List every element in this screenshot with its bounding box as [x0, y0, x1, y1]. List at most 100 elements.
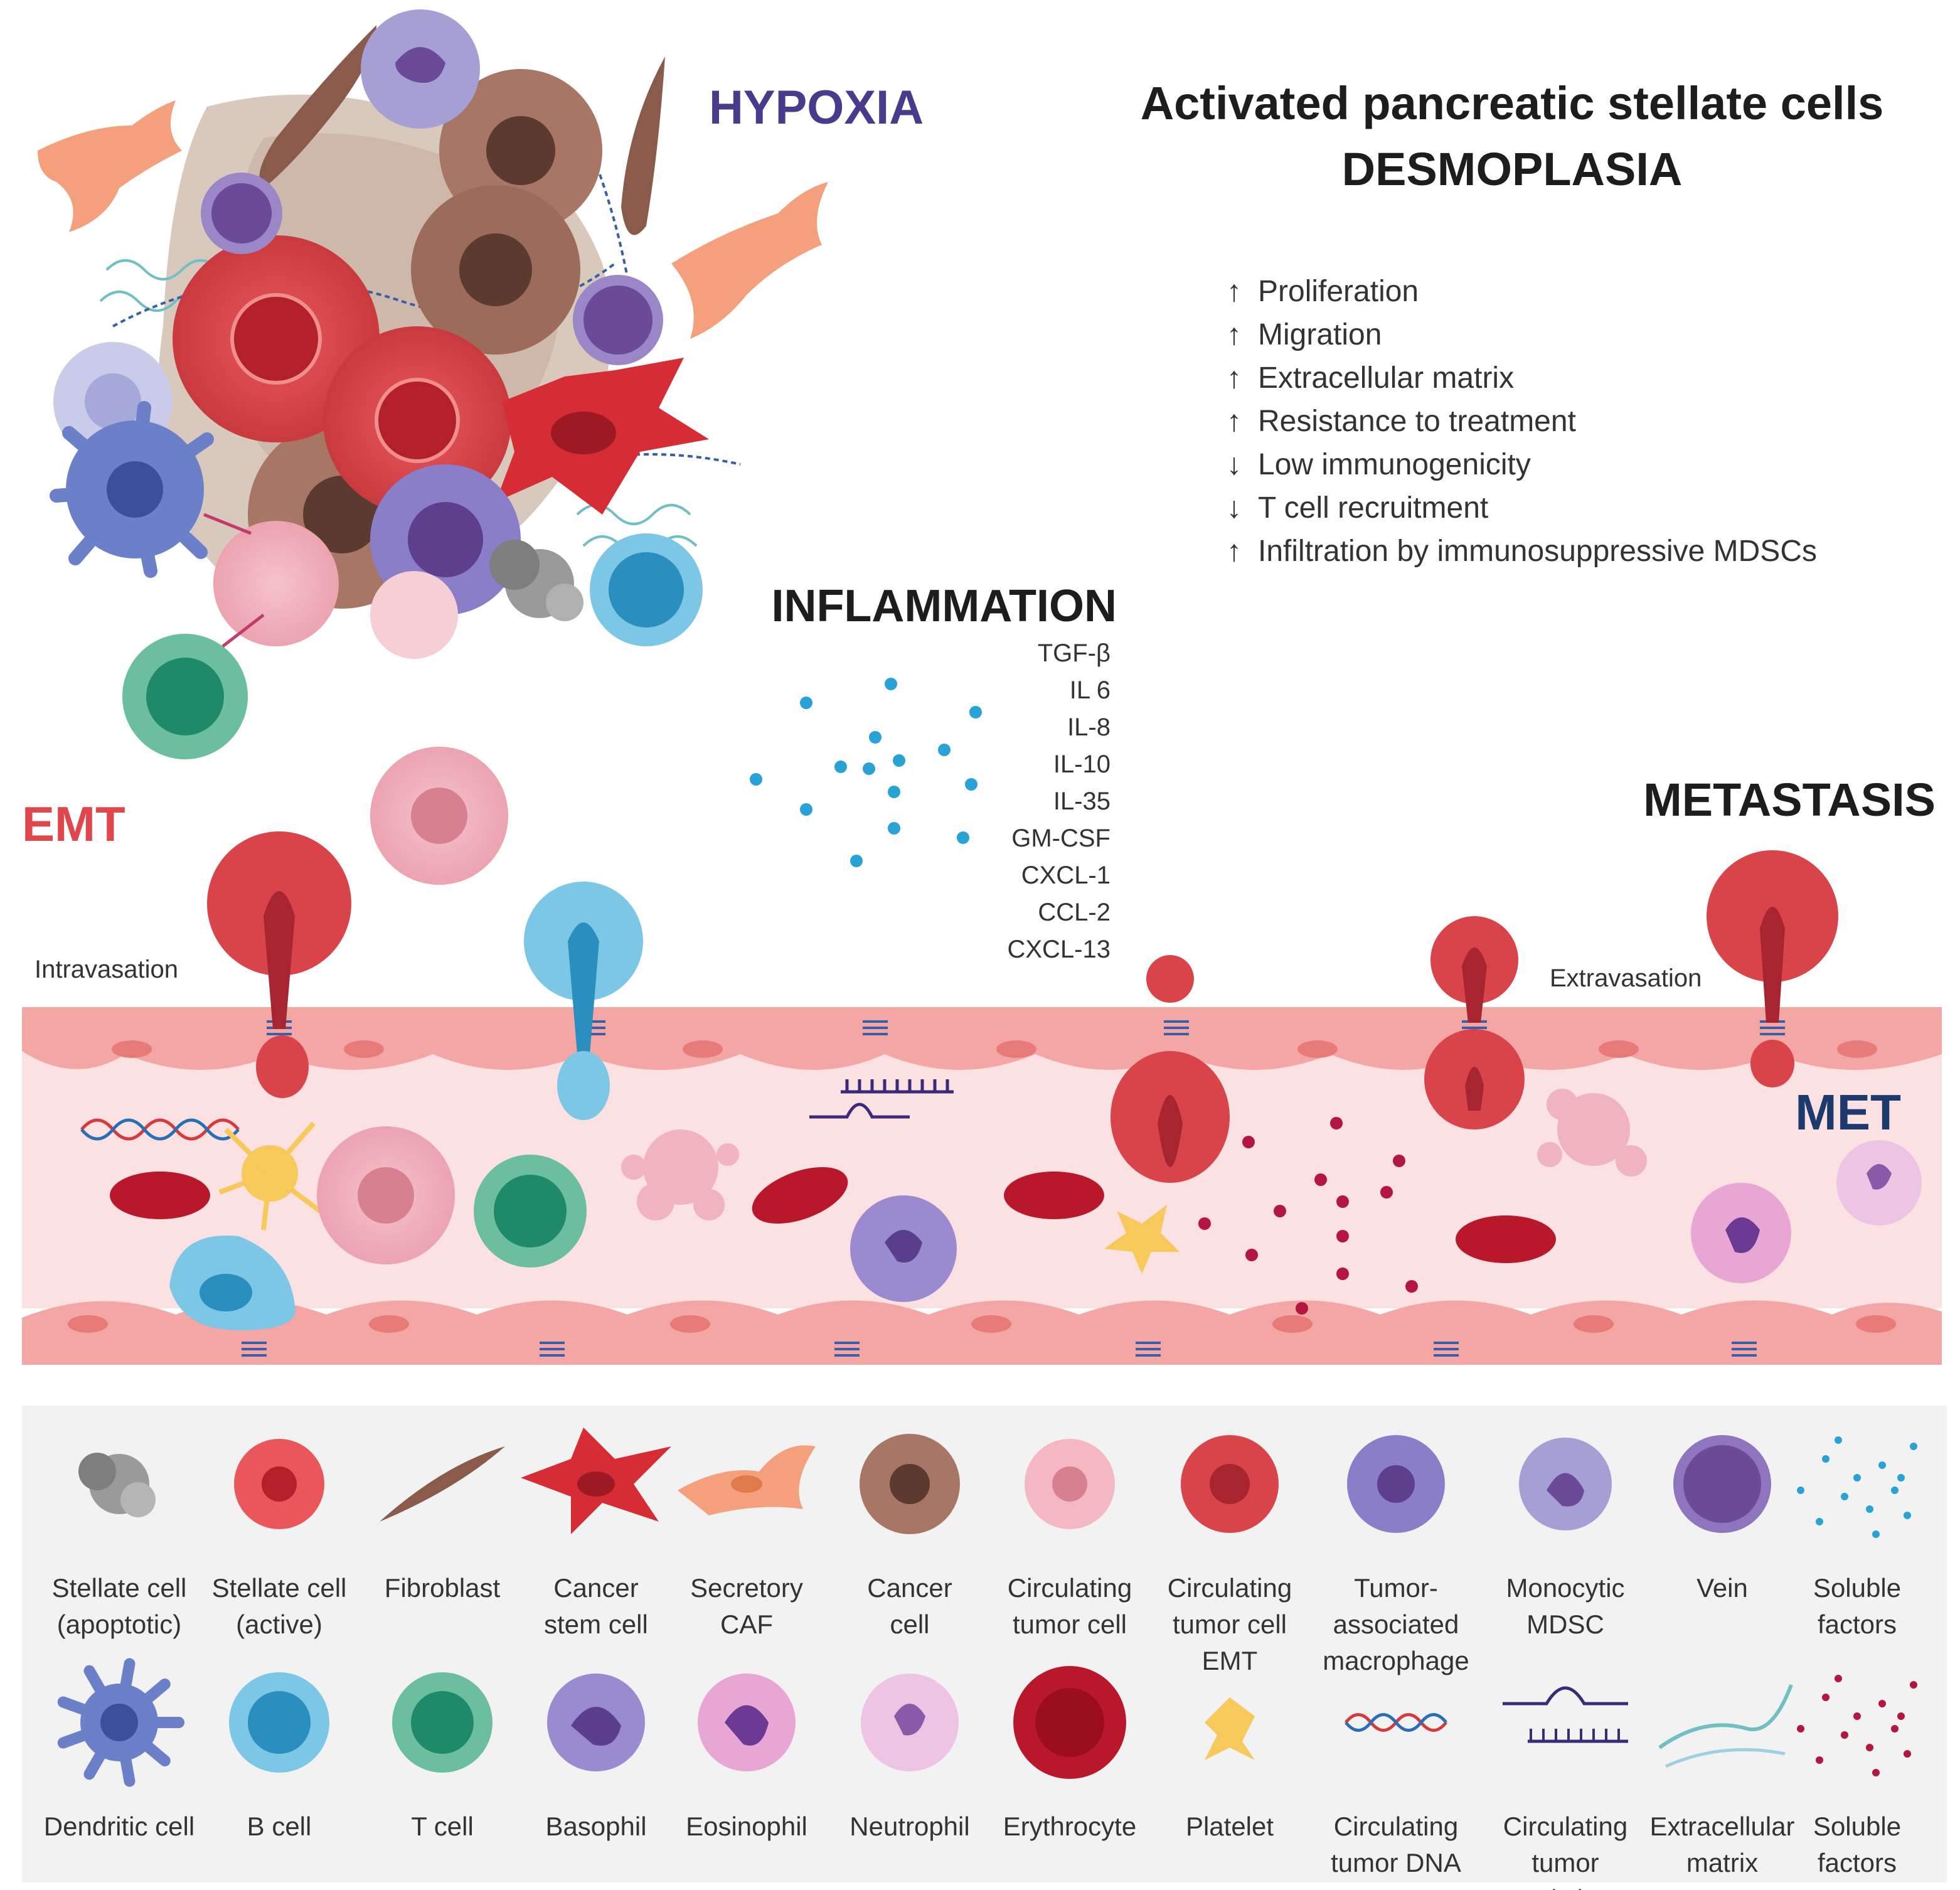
- legend-label: Circulating: [1503, 1812, 1627, 1841]
- t-cell-icon: [392, 1672, 493, 1773]
- endothelial-nuclei: [68, 1040, 1896, 1333]
- ctc-emt-intravasating: [207, 831, 351, 1098]
- legend-label: stem cell: [544, 1610, 648, 1639]
- cytokine-list: TGF-βIL 6IL-8IL-10IL-35GM-CSFCXCL-1CCL-2…: [1007, 639, 1110, 963]
- legend-label: Basophil: [545, 1812, 646, 1841]
- ctc-emt-extravasating: [1707, 850, 1838, 1087]
- cytokine-item: IL-8: [1067, 713, 1110, 741]
- desmoplasia-heading: DESMOPLASIA: [1342, 143, 1683, 195]
- legend: Stellate cell(apoptotic)Stellate cell(ac…: [44, 1428, 1917, 1890]
- legend-label: Tumor-: [1354, 1573, 1438, 1603]
- emt-label: EMT: [22, 796, 125, 852]
- legend-label: Dendritic cell: [44, 1812, 194, 1841]
- t-cell-lumen: [474, 1155, 587, 1268]
- erythrocyte: [110, 1172, 210, 1219]
- effect-item: Infiltration by immunosuppressive MDSCs: [1258, 535, 1817, 568]
- cytokine-item: CXCL-13: [1007, 936, 1110, 963]
- legend-label: matrix: [1686, 1848, 1758, 1877]
- effect-item: Low immunogenicity: [1258, 448, 1531, 481]
- legend-label: CAF: [720, 1610, 773, 1639]
- stellate-heading: Activated pancreatic stellate cells: [1141, 77, 1884, 129]
- legend-label: associated: [1333, 1610, 1459, 1639]
- ecm-icon: [1658, 1684, 1793, 1768]
- inflammation-label: INFLAMMATION: [771, 581, 1117, 631]
- legend-label: RNA/miRNA: [1492, 1884, 1638, 1890]
- cancer-stem-cell-icon: [521, 1428, 671, 1534]
- dendritic-cell: [50, 401, 214, 578]
- legend-label: Erythrocyte: [1003, 1812, 1136, 1841]
- soluble-blue-icon: [1797, 1436, 1917, 1538]
- eosinophil: [1691, 1183, 1791, 1283]
- neutrophil-icon: [861, 1674, 959, 1771]
- cytokine-item: CCL-2: [1038, 899, 1110, 926]
- platelet-activated: [218, 1121, 322, 1231]
- legend-item: Circulating tumor DNA: [1331, 1713, 1461, 1877]
- legend-item: Neutrophil: [850, 1674, 970, 1841]
- ctc-emt-extravasating: [1424, 916, 1525, 1129]
- metastasis-label: METASTASIS: [1643, 774, 1936, 826]
- legend-label: factors: [1818, 1610, 1897, 1639]
- effect-item: Resistance to treatment: [1258, 405, 1576, 438]
- legend-label: tumor DNA: [1331, 1848, 1461, 1877]
- legend-label: Cancer: [867, 1573, 952, 1603]
- ctdna-icon: [1345, 1713, 1447, 1732]
- extravasation-label: Extravasation: [1550, 964, 1702, 992]
- monocytic-mdsc: [361, 9, 480, 129]
- b-cell-intravasating: [524, 882, 643, 1120]
- fibroblast-icon: [380, 1446, 505, 1522]
- basophil-icon: [547, 1674, 645, 1771]
- effect-arrow-icon: ↓: [1227, 448, 1242, 481]
- stellate-cell-apoptotic: [489, 540, 583, 621]
- erythrocyte-icon: [1013, 1666, 1126, 1779]
- cytokine-item: IL 6: [1070, 676, 1110, 704]
- stellate-cell-active: [173, 235, 380, 442]
- t-cell: [122, 634, 248, 759]
- legend-item: Erythrocyte: [1003, 1666, 1136, 1841]
- met-label: MET: [1795, 1084, 1901, 1140]
- cancer-cell-icon: [860, 1434, 960, 1534]
- legend-panel: [22, 1406, 1947, 1882]
- legend-item: Dendritic cell: [44, 1658, 194, 1841]
- neutrophil: [1836, 1140, 1922, 1225]
- circulating-tumor-cell-icon: [1025, 1439, 1115, 1529]
- platelet: [1104, 1205, 1180, 1274]
- legend-label: Soluble: [1813, 1812, 1901, 1841]
- legend-label: T cell: [411, 1812, 474, 1841]
- cytokine-item: CXCL-1: [1021, 862, 1110, 889]
- legend-item: Basophil: [545, 1674, 647, 1841]
- fibroblast-shape: [259, 25, 376, 188]
- circulating-tumor-cell: [213, 521, 339, 646]
- vein-cell: [573, 275, 663, 365]
- legend-label: Circulating: [1334, 1812, 1458, 1841]
- effect-arrow-icon: ↑: [1227, 361, 1242, 395]
- erythrocyte: [752, 1167, 848, 1224]
- erythrocyte: [1456, 1215, 1556, 1263]
- legend-label: macrophage: [1323, 1646, 1469, 1675]
- legend-label: Monocytic: [1506, 1573, 1624, 1603]
- vessel-lumen: [22, 1038, 1942, 1308]
- dendritic-icon: [57, 1658, 184, 1787]
- legend-label: tumor cell: [1173, 1610, 1287, 1639]
- cytokine-item: GM-CSF: [1011, 825, 1110, 852]
- legend-item: Eosinophil: [686, 1674, 807, 1841]
- legend-item: Stellate cell(apoptotic): [52, 1453, 187, 1639]
- legend-label: Vein: [1696, 1573, 1748, 1603]
- ctc-emt-icon: [1181, 1435, 1279, 1533]
- legend-label: tumor: [1531, 1848, 1599, 1877]
- effect-arrow-icon: ↑: [1227, 275, 1242, 308]
- circulating-tumor-cell: [317, 1126, 455, 1264]
- blood-vessel: [22, 1007, 1942, 1365]
- circulating-tumor-rna: [809, 1079, 954, 1119]
- legend-label: Stellate cell: [52, 1573, 187, 1603]
- legend-label: Eosinophil: [686, 1812, 807, 1841]
- legend-label: Neutrophil: [850, 1812, 969, 1841]
- synapse-link: [203, 513, 252, 535]
- basophil: [850, 1195, 957, 1302]
